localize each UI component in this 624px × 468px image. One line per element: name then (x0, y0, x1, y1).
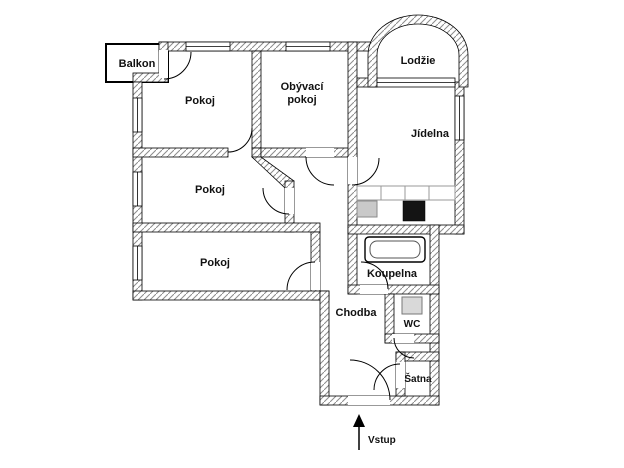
labels: Balkon Pokoj Obývací pokoj Lodžie Jídeln… (119, 55, 450, 385)
door-opening (348, 157, 357, 184)
windows (132, 41, 465, 281)
door-arc-pokoj-middle (262, 187, 290, 215)
label-pokoj-middle: Pokoj (195, 184, 225, 196)
door-arc-satna (373, 363, 401, 391)
bathtub-inner (369, 240, 421, 259)
door-arc-koupelna (360, 261, 389, 290)
label-vstup: Vstup (368, 435, 396, 446)
wall-segment (251, 147, 262, 158)
door-arc-jidelna (351, 157, 380, 186)
fixtures (356, 185, 456, 315)
door-arc-obyvaci (305, 156, 335, 186)
label-pokoj-bottom: Pokoj (200, 257, 230, 269)
wall-segment (319, 290, 330, 406)
door-opening (396, 362, 405, 388)
door-opening (348, 396, 390, 405)
toilet-icon (401, 296, 423, 315)
wall-segment (132, 222, 321, 233)
label-lodzie: Lodžie (401, 55, 436, 67)
door-opening (392, 334, 414, 343)
label-wc: WC (404, 319, 421, 330)
entrance: Vstup (353, 414, 396, 450)
door-arc-entrance (349, 359, 391, 401)
label-pokoj-top: Pokoj (185, 95, 215, 107)
door-arc-wc (393, 337, 415, 359)
door-opening (159, 50, 168, 78)
door-opening (285, 188, 294, 214)
kitchen-sink-icon (356, 200, 378, 218)
label-koupelna: Koupelna (367, 268, 418, 280)
wall-segment (132, 147, 229, 158)
label-jidelna: Jídelna (411, 128, 450, 140)
doors (163, 51, 415, 401)
label-satna: Šatna (404, 372, 432, 385)
entrance-arrow-head (353, 414, 365, 427)
door-opening (360, 285, 388, 294)
label-obyvaci-line2: pokoj (287, 94, 316, 106)
door-opening (311, 262, 320, 290)
door-opening (306, 148, 334, 157)
label-chodba: Chodba (336, 307, 378, 319)
wall-segment (132, 290, 330, 301)
door-arc-balkon (163, 51, 192, 80)
wall-segment (347, 224, 465, 235)
label-obyvaci-line1: Obývací (281, 81, 325, 93)
stove-icon (402, 200, 426, 222)
door-openings (159, 50, 414, 405)
door-arc-pokoj-top (227, 127, 253, 153)
kitchen-counter-icon (356, 185, 456, 201)
label-balkon: Balkon (119, 58, 156, 70)
door-arc-pokoj-bottom (286, 261, 316, 291)
wall-segment (251, 50, 262, 149)
loggia-arc-wall (367, 14, 469, 88)
